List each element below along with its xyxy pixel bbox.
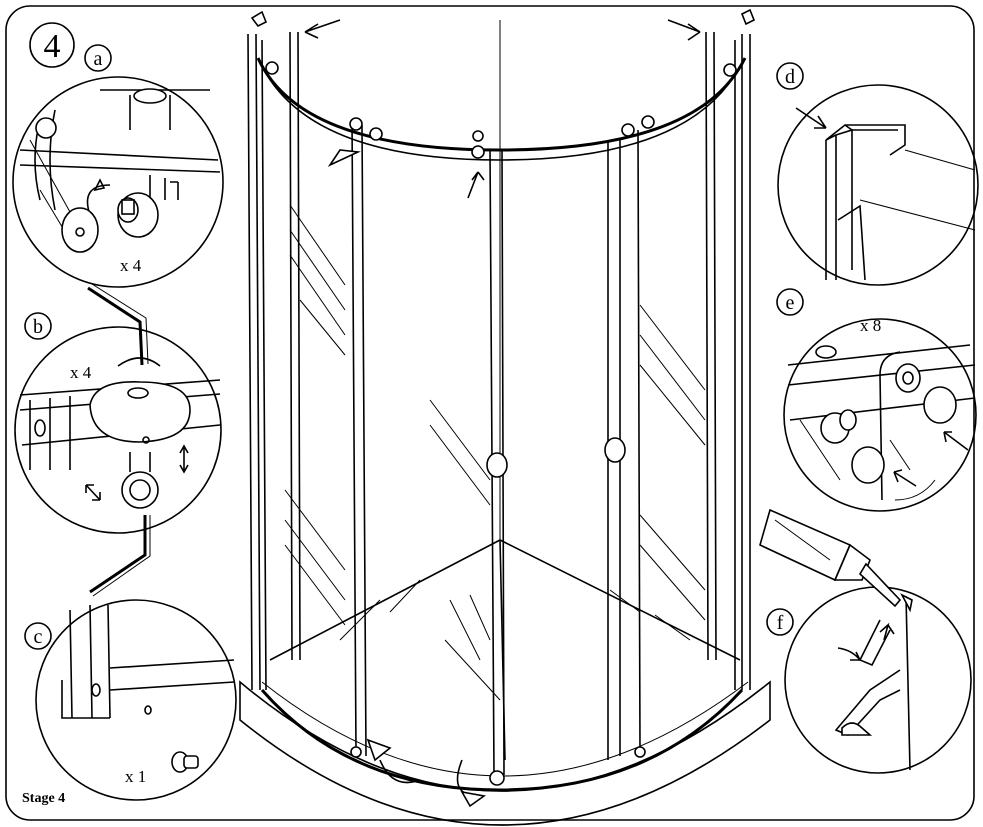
- glass-reflections: [284, 204, 706, 626]
- page-frame: [5, 5, 975, 821]
- step-d-badge: [776, 62, 804, 90]
- step-f-label: f: [777, 612, 784, 634]
- step-e-label: e: [786, 292, 795, 314]
- step-b-label: b: [33, 316, 43, 338]
- shower-enclosure: [239, 8, 771, 826]
- detail-d: d: [776, 62, 979, 286]
- step-c-quantity: x 1: [125, 767, 146, 786]
- stage-number: 4: [44, 28, 61, 65]
- stage-number-circle: [29, 22, 75, 68]
- step-e-badge: [776, 288, 804, 316]
- step-a-badge: [84, 44, 112, 72]
- detail-b: b x 4: [14, 283, 222, 597]
- step-f-badge: [766, 608, 794, 636]
- cap-and-spindle-icon: [61, 207, 99, 253]
- shower-tray: [239, 680, 771, 826]
- silicone-sealant-icon: [759, 508, 902, 608]
- step-a-quantity: x 4: [120, 256, 142, 275]
- detail-c: c x 1: [24, 599, 237, 801]
- detail-a: a x 4: [12, 44, 224, 288]
- top-rail: [256, 57, 747, 152]
- step-c-badge: [24, 622, 52, 650]
- step-d-label: d: [785, 66, 795, 88]
- direction-arrows: [304, 19, 701, 808]
- detail-f: f: [759, 508, 972, 774]
- bottom-rail: [260, 688, 744, 792]
- step-e-quantity: x 8: [860, 316, 881, 335]
- allen-key-bracket-icon: [87, 286, 144, 366]
- detail-e: e x 8: [776, 288, 977, 512]
- step-c-label: c: [34, 626, 43, 648]
- step-b-badge: [24, 312, 52, 340]
- step-b-quantity: x 4: [70, 363, 92, 382]
- door-seal-profile-icon: [825, 124, 906, 280]
- step-a-label: a: [94, 48, 103, 70]
- stage-caption: Stage 4: [22, 791, 65, 806]
